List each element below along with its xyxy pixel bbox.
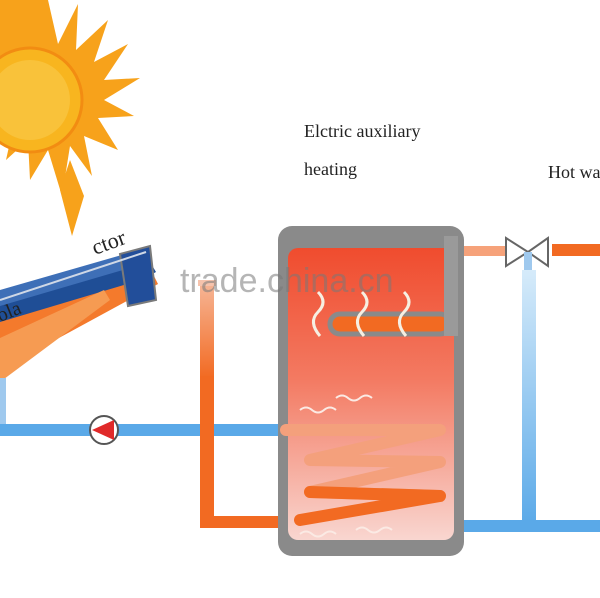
electric-heater-icon [327,236,458,337]
steam-icon [312,290,411,337]
solar-collector: ctor ola [0,224,158,382]
water-waves [299,394,393,538]
hot-water-outlet [464,244,600,256]
sun-icon [0,0,140,236]
hot-water-label: Hot wa [548,162,600,182]
storage-tank [278,226,464,556]
electric-auxiliary-heating-label: Elctric auxiliary [304,121,421,141]
electric-auxiliary-heating-label-line2: heating [304,159,357,179]
watermark: trade.china.cn [180,262,394,300]
circulation-pump-icon [89,415,119,445]
heat-exchanger-coil [280,424,446,526]
cold-water-inlet [464,270,600,532]
